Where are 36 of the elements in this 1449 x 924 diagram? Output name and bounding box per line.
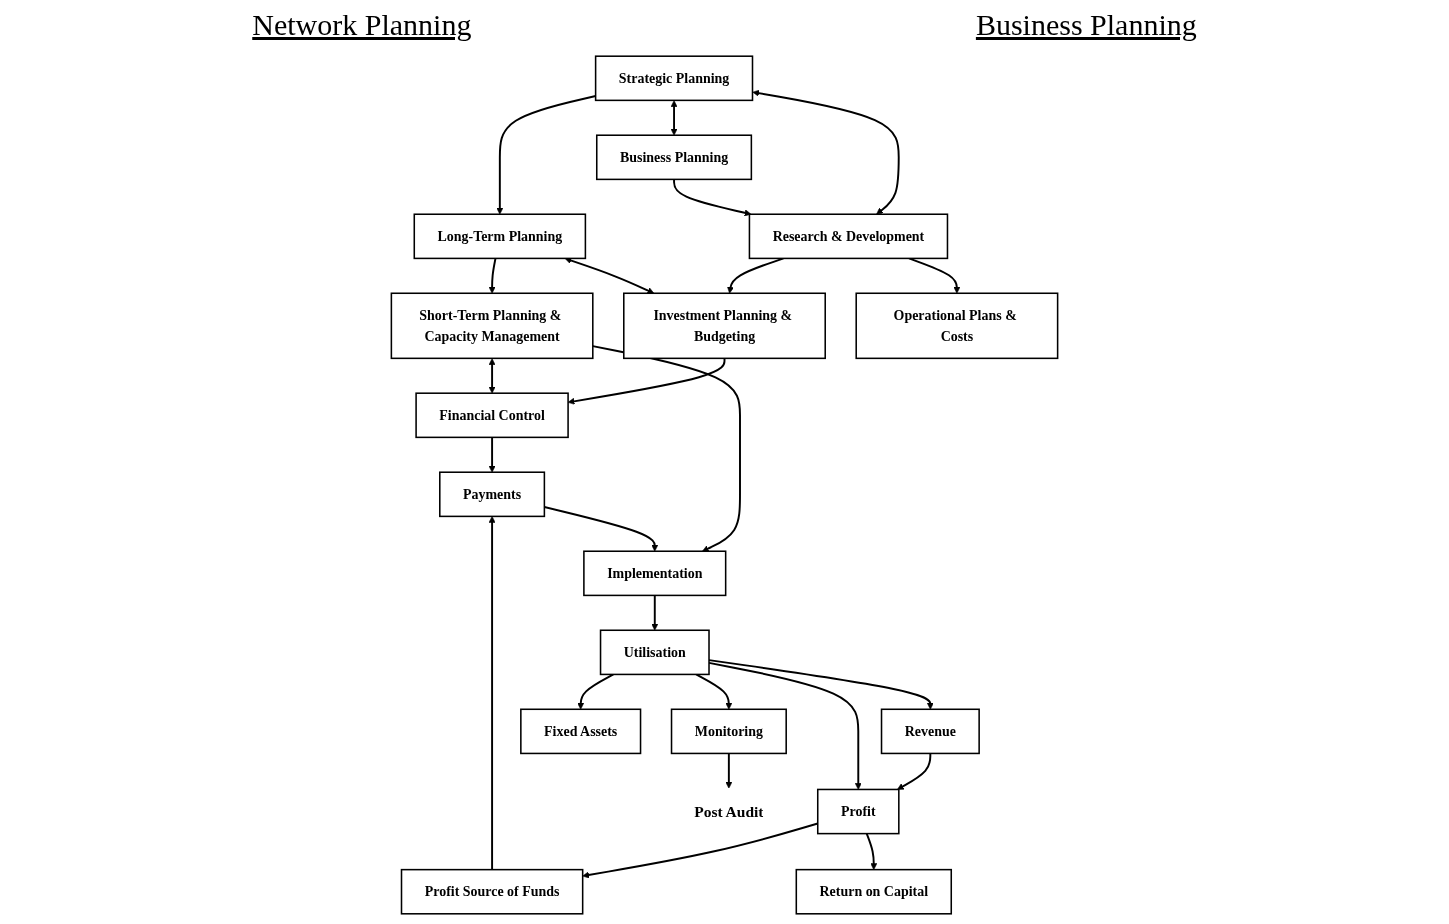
node-box: Long-Term Planning — [413, 213, 587, 260]
arrow — [488, 516, 496, 871]
arrow — [897, 752, 932, 790]
node-box: Monitoring — [670, 708, 787, 755]
arrow — [908, 257, 961, 294]
node-box: Fixed Assets — [520, 708, 642, 755]
node-box: Profit — [816, 788, 900, 835]
node-box: Short-Term Planning & Capacity Management — [390, 292, 594, 360]
arrow — [673, 178, 752, 217]
arrow — [488, 257, 497, 294]
arrow — [670, 100, 678, 136]
arrow — [651, 594, 659, 631]
node-box: Revenue — [880, 708, 980, 755]
node-box: Business Planning — [596, 134, 753, 181]
node-box: Return on Capital — [795, 868, 953, 915]
arrow — [564, 257, 655, 294]
arrow — [727, 257, 785, 294]
node-box: Financial Control — [415, 392, 569, 439]
node-text: Post Audit — [694, 803, 764, 821]
arrow — [488, 358, 496, 394]
node-box: Payments — [439, 471, 546, 518]
arrow — [725, 752, 733, 789]
node-box: Implementation — [583, 550, 727, 597]
column-heading: Business Planning — [975, 8, 1197, 42]
node-box: Profit Source of Funds — [400, 868, 584, 915]
node-box: Operational Plans & Costs — [855, 292, 1059, 360]
arrow — [577, 673, 615, 710]
column-heading: Network Planning — [252, 8, 472, 42]
arrow — [695, 673, 733, 710]
arrow — [865, 832, 878, 870]
arrow — [488, 436, 496, 473]
node-box: Strategic Planning — [594, 55, 754, 102]
node-box: Research & Development — [748, 213, 949, 260]
node-box: Investment Planning & Budgeting — [623, 292, 826, 360]
node-box: Utilisation — [599, 629, 710, 676]
arrow — [752, 89, 900, 215]
